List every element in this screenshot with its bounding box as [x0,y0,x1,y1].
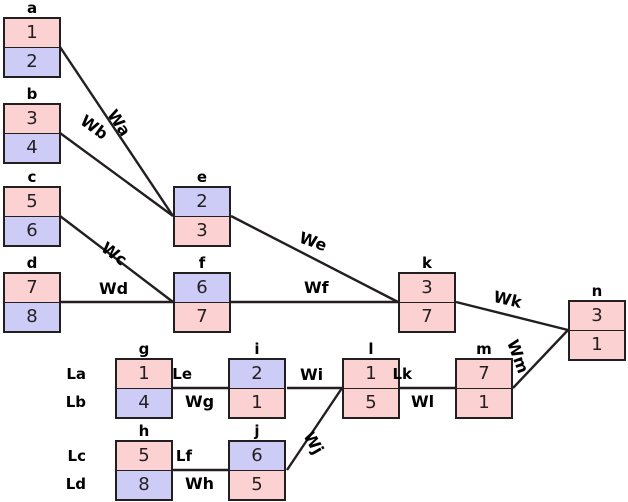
node-label-j: j [254,422,260,440]
edge-label-wk: Wk [491,287,524,312]
node-k-top-value: 3 [400,274,454,303]
node-c-top-value: 5 [5,188,59,217]
edge-label-wc: Wc [97,238,131,270]
edge-label-wj: Wj [299,428,328,458]
node-label-b: b [26,85,38,103]
node-l-bottom-value: 5 [344,389,398,417]
node-b-top-value: 3 [5,105,59,134]
side-label-lf: Lf [175,447,192,465]
node-m-top-value: 7 [457,360,511,389]
edge-wb [59,132,174,217]
node-n-bottom-value: 1 [570,331,624,359]
node-e-bottom-value: 3 [175,217,229,245]
node-d-top-value: 7 [5,274,59,303]
node-label-a: a [26,0,38,17]
node-j-top-value: 6 [230,442,284,471]
node-i-bottom-value: 1 [230,389,284,417]
side-label-le: Le [172,365,192,383]
node-f-top-value: 6 [175,274,229,303]
node-h-bottom-value: 8 [117,471,171,499]
node-a-top-value: 1 [5,19,59,48]
node-l-top-value: 1 [344,360,398,389]
node-a-bottom-value: 2 [5,48,59,76]
node-label-e: e [196,168,208,186]
node-label-l: l [368,340,374,358]
side-label-lc: Lc [67,447,86,465]
node-e-top-value: 2 [175,188,229,217]
node-label-d: d [26,254,38,272]
node-label-f: f [198,254,206,272]
node-m-bottom-value: 1 [457,389,511,417]
edge-label-wl: Wl [411,392,435,411]
node-k-bottom-value: 7 [400,303,454,331]
node-label-m: m [476,340,492,358]
edge-label-wf: Wf [304,278,329,297]
node-n-top-value: 3 [570,302,624,331]
node-c-bottom-value: 6 [5,217,59,245]
edge-label-wi: Wi [300,365,324,384]
node-label-n: n [591,282,603,300]
node-b-bottom-value: 4 [5,134,59,162]
edge-label-wh: Wh [185,474,215,493]
node-label-g: g [138,340,150,358]
side-label-lb: Lb [65,393,86,411]
node-h-top-value: 5 [117,442,171,471]
side-label-lk: Lk [392,365,412,383]
edge-label-wg: Wg [185,392,215,411]
node-g-bottom-value: 4 [117,389,171,417]
node-i-top-value: 2 [230,360,284,389]
node-j-bottom-value: 5 [230,471,284,499]
side-label-la: La [66,365,86,383]
edge-label-wd: Wd [99,279,129,298]
node-g-top-value: 1 [117,360,171,389]
node-label-h: h [138,422,150,440]
edge-label-we: We [296,228,330,256]
node-d-bottom-value: 8 [5,303,59,331]
node-f-bottom-value: 7 [175,303,229,331]
side-label-ld: Ld [65,475,86,493]
edge-label-wa: Wa [103,106,135,140]
node-label-i: i [254,340,260,358]
node-label-k: k [422,254,432,272]
node-label-c: c [27,168,37,186]
